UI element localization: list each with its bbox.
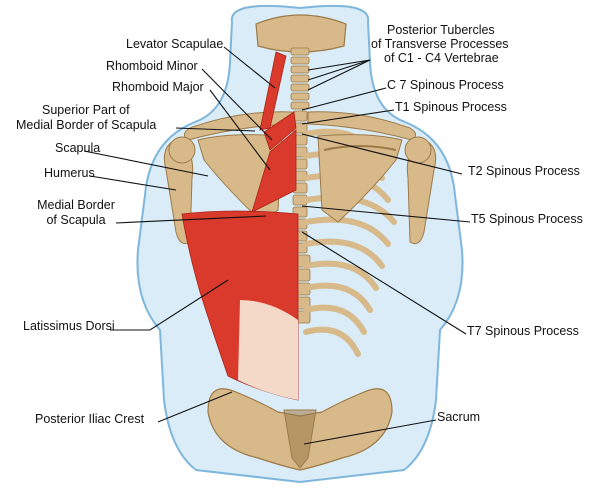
leader-rhomboid-minor <box>201 68 273 141</box>
rib <box>303 304 367 335</box>
leader-c7-spinous-process <box>301 87 387 111</box>
leader-posterior-tubercles-1 <box>307 59 371 71</box>
leader-posterior-iliac-crest <box>157 391 233 423</box>
label-medial-border-line2: of Scapula <box>46 213 106 227</box>
vertebra <box>290 92 310 101</box>
left-humeral-head <box>168 136 196 164</box>
label-posterior-tubercles-line1: Posterior Tubercles <box>387 23 495 37</box>
label-rhomboid-minor: Rhomboid Minor <box>106 59 198 73</box>
leader-medial-border <box>115 215 267 224</box>
rib <box>303 326 361 357</box>
label-medial-border-line1: Medial Border <box>37 198 115 212</box>
vertebra <box>290 65 310 74</box>
leader-latissimus-dorsi <box>110 279 229 331</box>
vertebra <box>290 74 310 83</box>
label-levator-scapulae: Levator Scapulae <box>126 37 224 51</box>
label-rhomboid-major: Rhomboid Major <box>112 80 204 94</box>
leader-t1-spinous-process <box>301 109 395 125</box>
skull-base <box>255 14 347 53</box>
vertebra <box>290 56 310 65</box>
leader-levator-scapulae <box>223 46 276 89</box>
vertebra <box>290 101 310 110</box>
rib <box>303 216 391 247</box>
latissimus-dorsi-aponeurosis <box>238 300 298 400</box>
leader-t7-spinous-process <box>301 231 467 335</box>
label-t1-spinous-process: T1 Spinous Process <box>395 100 507 114</box>
leader-t5-spinous-process <box>301 205 471 223</box>
leader-humerus <box>89 175 177 191</box>
leader-posterior-tubercles-3 <box>307 59 371 91</box>
label-superior-medial-border-line2: Medial Border of Scapula <box>16 118 157 132</box>
right-scapula <box>317 134 403 223</box>
leader-sacrum <box>303 419 437 445</box>
label-scapula: Scapula <box>55 141 101 155</box>
label-posterior-tubercles-line2: of Transverse Processes <box>371 37 509 51</box>
label-t2-spinous-process: T2 Spinous Process <box>468 164 580 178</box>
rib <box>303 260 379 291</box>
leader-t2-spinous-process <box>301 133 463 175</box>
rib <box>303 282 373 313</box>
leader-scapula <box>83 150 209 177</box>
right-humeral-head <box>404 136 432 164</box>
sacrum-bone <box>283 409 317 469</box>
label-humerus: Humerus <box>44 166 95 180</box>
vertebra <box>290 83 310 92</box>
label-sacrum: Sacrum <box>437 410 481 424</box>
rhomboid-minor-muscle <box>263 111 297 151</box>
label-posterior-iliac-crest: Posterior Iliac Crest <box>35 412 145 426</box>
leader-superior-medial-border <box>175 127 256 132</box>
label-t5-spinous-process: T5 Spinous Process <box>471 212 583 226</box>
leader-posterior-tubercles-2 <box>307 59 371 81</box>
rib <box>303 238 385 269</box>
label-c7-spinous-process: C 7 Spinous Process <box>387 78 504 92</box>
right-scapula-spine <box>323 145 397 151</box>
vertebra <box>290 47 310 56</box>
label-posterior-tubercles-line3: of C1 - C4 Vertebrae <box>384 51 499 65</box>
label-latissimus-dorsi: Latissimus Dorsi <box>23 319 115 333</box>
leader-lines <box>83 46 471 445</box>
label-superior-medial-border-line1: Superior Part of <box>42 103 130 117</box>
label-t7-spinous-process: T7 Spinous Process <box>467 324 579 338</box>
